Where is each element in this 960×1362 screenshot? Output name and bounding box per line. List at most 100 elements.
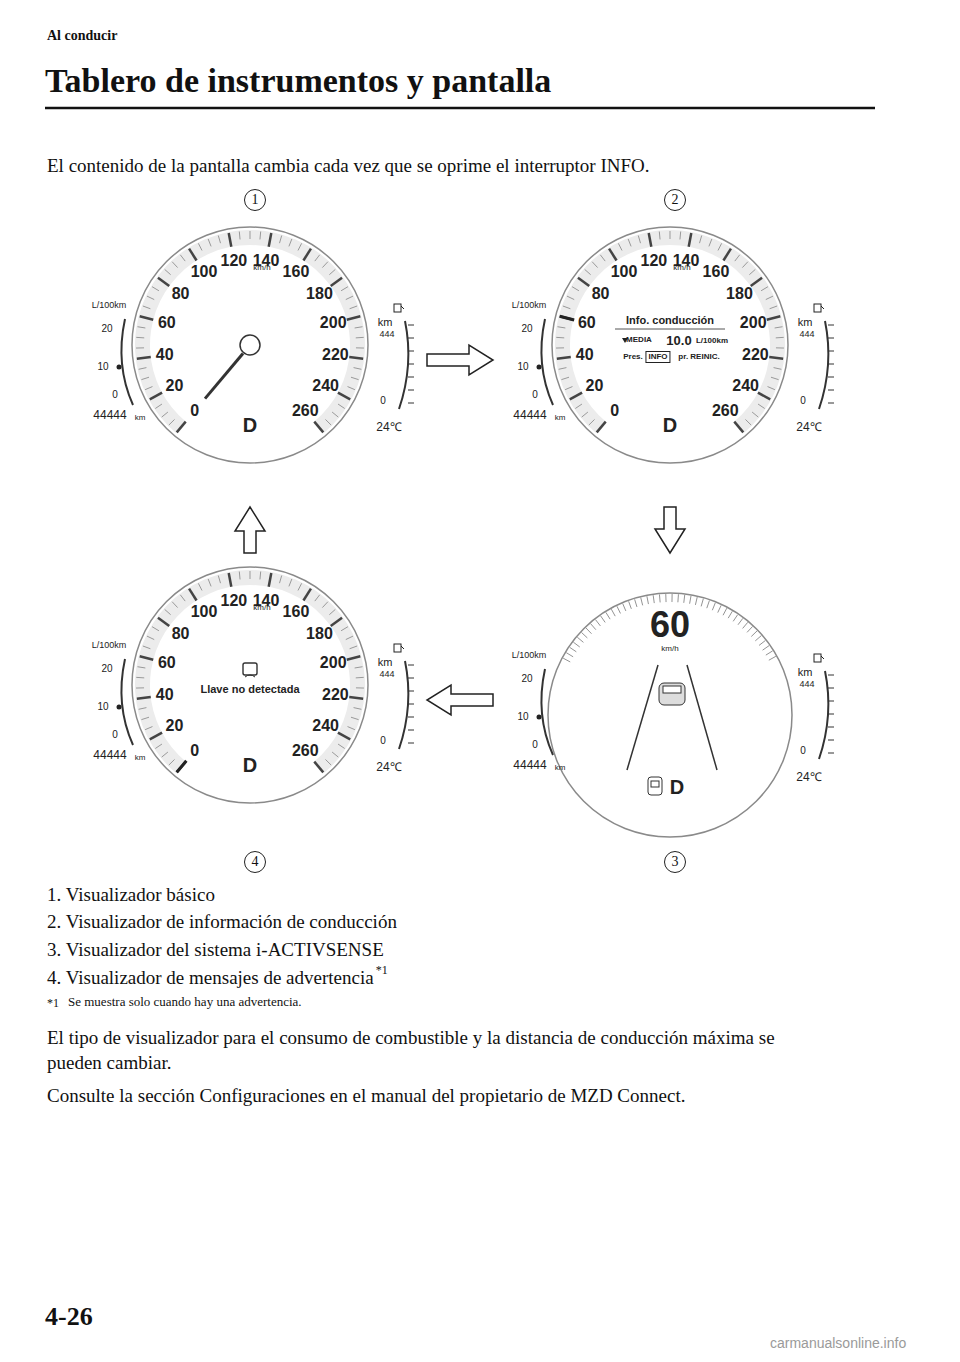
side-scales xyxy=(537,304,835,409)
footnote-mark: *1 xyxy=(47,996,59,1012)
page-number: 4-26 xyxy=(45,1300,93,1334)
gauge-text: 20 xyxy=(585,378,603,394)
callout-number: 3 xyxy=(664,851,686,873)
gauge-text: 160 xyxy=(283,604,310,620)
gauge-text: 40 xyxy=(156,687,174,703)
gauge-text: 40 xyxy=(576,347,594,363)
gauge-text: 160 xyxy=(703,264,730,280)
gauge-text: 220 xyxy=(322,687,349,703)
gauge-text: L/100km xyxy=(512,301,547,310)
callout-text: 3 xyxy=(672,854,679,870)
gauge-text: 80 xyxy=(172,626,190,642)
gauge-text: 60 xyxy=(158,655,176,671)
gauge-text: 20 xyxy=(101,324,112,334)
gauge-text: Pres. xyxy=(623,353,643,361)
gauge-text: 220 xyxy=(322,347,349,363)
gauge-text: 0 xyxy=(190,743,199,759)
gauge-text: 60 xyxy=(650,607,690,643)
gauge-display: 020406080100120140160180200220240260km/h… xyxy=(85,565,415,835)
callout-text: 1 xyxy=(252,192,259,208)
gauge-text: km/h xyxy=(661,645,678,653)
gauge-text: 240 xyxy=(312,718,339,734)
side-scales xyxy=(117,644,415,749)
gauge-text: 44444 xyxy=(513,759,546,771)
gauge-text: km xyxy=(555,764,566,772)
gauge-text: 44444 xyxy=(93,409,126,421)
gauge-text: 100 xyxy=(191,264,218,280)
gauge-text: 44444 xyxy=(93,749,126,761)
gauge-text: D xyxy=(243,415,257,435)
gauge-text: D xyxy=(663,415,677,435)
gauge-text: km xyxy=(135,414,146,422)
gauge-text: 260 xyxy=(292,403,319,419)
gauge-text: L/100km xyxy=(512,651,547,660)
body-text: Consulte la sección Configuraciones en e… xyxy=(47,1084,685,1109)
gauge-text: 0 xyxy=(532,390,538,400)
hollow-arrow xyxy=(655,507,685,553)
gauge-text: 260 xyxy=(292,743,319,759)
gauge-text: 24℃ xyxy=(376,761,401,773)
footnote-mark: *1 xyxy=(376,963,388,979)
page-title: Tablero de instrumentos y pantalla xyxy=(45,62,551,100)
gauge-text: D xyxy=(243,755,257,775)
gauge-text: 0 xyxy=(380,736,386,746)
gauge-text: pr. REINIC. xyxy=(678,353,719,361)
gauge-text: 120 xyxy=(221,593,248,609)
gauge-text: 0 xyxy=(380,396,386,406)
gauge-text: 0 xyxy=(610,403,619,419)
gauge-text: km xyxy=(798,317,813,328)
gauge-text: 180 xyxy=(306,286,333,302)
gauge-text: 10 xyxy=(97,362,108,372)
gauge-text: 120 xyxy=(221,253,248,269)
gauge-text: 200 xyxy=(320,655,347,671)
gauge-display: 60km/hL/100km20100km444044444kmD24℃ xyxy=(505,565,835,835)
gauge-text: 20 xyxy=(521,324,532,334)
gauge-text: 10.0 xyxy=(666,334,691,347)
gauge-text: 240 xyxy=(732,378,759,394)
gauge-text: 20 xyxy=(521,674,532,684)
gauge-text: km/h xyxy=(253,264,270,272)
gauge-text: 60 xyxy=(578,315,596,331)
gauge-text: 0 xyxy=(532,740,538,750)
body-text: El tipo de visualizador para el consumo … xyxy=(47,1026,817,1075)
gauge-text: 10 xyxy=(97,702,108,712)
gauge-text: 444 xyxy=(379,330,394,339)
body-text: 4. Visualizador de mensajes de advertenc… xyxy=(47,966,374,991)
gauge-text: km xyxy=(135,754,146,762)
gauge-text: 40 xyxy=(156,347,174,363)
gauge-text: km xyxy=(555,414,566,422)
gauge-display: 020406080100120140160180200220240260km/h… xyxy=(505,225,835,495)
gauge-text: Llave no detectada xyxy=(200,684,299,695)
gauge-text: INFO xyxy=(645,351,670,363)
hollow-arrow xyxy=(235,507,265,553)
gauge-text: 160 xyxy=(283,264,310,280)
gauge-text: 20 xyxy=(165,378,183,394)
gauge-text: L/100km xyxy=(92,301,127,310)
gauge-face xyxy=(85,225,415,495)
side-scales xyxy=(537,654,835,759)
gauge-text: 260 xyxy=(712,403,739,419)
gauge-text: 240 xyxy=(312,378,339,394)
gauge-text: 120 xyxy=(641,253,668,269)
body-text: El contenido de la pantalla cambia cada … xyxy=(47,154,650,179)
gauge-text: 444 xyxy=(379,670,394,679)
gauge-text: 80 xyxy=(592,286,610,302)
gauge-text: 10 xyxy=(517,362,528,372)
gauge-text: km/h xyxy=(673,264,690,272)
gauge-text: 80 xyxy=(172,286,190,302)
gauge-text: 0 xyxy=(190,403,199,419)
gauge-text: km xyxy=(378,657,393,668)
gauge-text: 60 xyxy=(158,315,176,331)
gauge-text: 0 xyxy=(112,390,118,400)
gauge-text: km/h xyxy=(253,604,270,612)
gauge-text: L/100km xyxy=(696,337,728,345)
callout-text: 4 xyxy=(252,854,259,870)
gauge-text: 20 xyxy=(165,718,183,734)
watermark: carmanualsonline.info xyxy=(770,1334,906,1352)
gauge-text: 0 xyxy=(800,396,806,406)
gauge-text: 24℃ xyxy=(796,421,821,433)
gauge-text: 220 xyxy=(742,347,769,363)
gauge-text: km xyxy=(798,667,813,678)
callout-number: 4 xyxy=(244,851,266,873)
gauge-text: 100 xyxy=(611,264,638,280)
